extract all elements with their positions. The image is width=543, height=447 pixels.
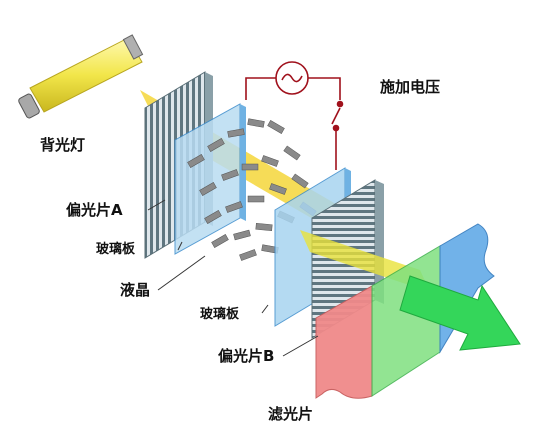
label-polarizer-a: 偏光片A [66,201,123,219]
label-applied-voltage: 施加电压 [380,78,441,96]
switch-icon [331,107,341,125]
label-glass-plate-2: 玻璃板 [200,307,240,322]
backlight-lamp [18,34,144,119]
label-backlight: 背光灯 [40,136,86,154]
label-glass-plate-1: 玻璃板 [96,242,136,257]
label-polarizer-b: 偏光片B [218,347,275,365]
leader-lines [147,199,319,357]
label-filter: 滤光片 [268,405,314,423]
voltage-circuit [245,61,344,170]
label-liquid-crystal: 液晶 [120,281,151,299]
arrow-icon [399,275,521,351]
glass-plate-1 [174,103,246,255]
